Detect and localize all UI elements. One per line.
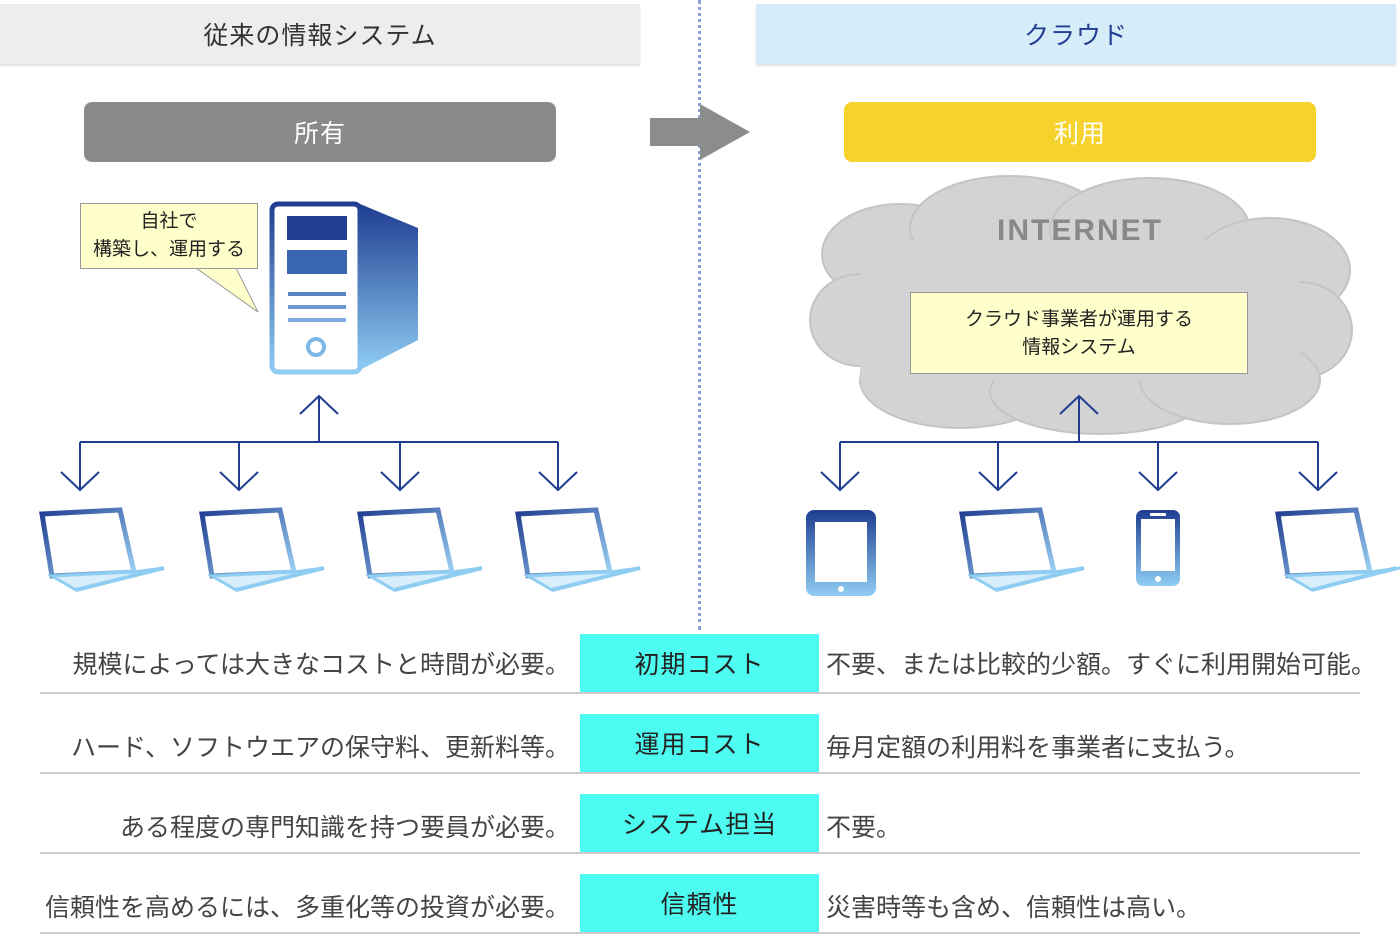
laptop-icon: [199, 507, 325, 592]
callout-line-1: 自社で: [140, 210, 198, 232]
laptop-icon: [357, 507, 483, 592]
category-reliability: 信頼性: [580, 874, 819, 932]
callout-tail: [194, 267, 259, 313]
cloud-system-label: クラウド事業者が運用する 情報システム: [910, 292, 1248, 374]
cloud-header: クラウド: [756, 4, 1396, 64]
tablet-icon: [806, 510, 876, 596]
cloud-label-line-2: 情報システム: [1022, 336, 1136, 358]
traditional-initial-cost: 規模によっては大きなコストと時間が必要。: [72, 650, 570, 679]
cloud-operating-cost: 毎月定額の利用料を事業者に支払う。: [826, 733, 1250, 762]
left-network-lines: [60, 394, 578, 492]
row-divider: [40, 692, 1360, 694]
server-icon: [269, 201, 418, 375]
cloud-initial-cost: 不要、または比較的少額。すぐに利用開始可能。: [826, 650, 1377, 679]
smartphone-icon: [1136, 510, 1180, 586]
laptop-icon: [959, 507, 1085, 592]
internet-label: INTERNET: [997, 214, 1163, 247]
row-divider: [40, 772, 1360, 774]
traditional-system-header: 従来の情報システム: [0, 4, 640, 64]
row-divider: [40, 852, 1360, 854]
cloud-system-staff: 不要。: [826, 813, 902, 842]
laptop-icon: [515, 507, 641, 592]
cloud-label-line-1: クラウド事業者が運用する: [964, 308, 1193, 330]
row-divider: [40, 932, 1360, 934]
right-network-lines: [820, 394, 1338, 492]
ownership-label: 所有: [84, 102, 556, 162]
laptop-icon: [39, 507, 165, 592]
usage-label: 利用: [844, 102, 1316, 162]
category-operating-cost: 運用コスト: [580, 714, 819, 772]
category-initial-cost: 初期コスト: [580, 634, 819, 692]
traditional-operating-cost: ハード、ソフトウエアの保守料、更新料等。: [70, 733, 570, 762]
section-divider: [698, 0, 701, 630]
callout-line-2: 構築し、運用する: [92, 238, 245, 260]
traditional-system-staff: ある程度の専門知識を持つ要員が必要。: [119, 813, 570, 842]
laptop-icon: [1275, 507, 1400, 592]
traditional-reliability: 信頼性を高めるには、多重化等の投資が必要。: [44, 893, 570, 922]
arrow-right-icon: [650, 104, 750, 160]
category-system-staff: システム担当: [580, 794, 819, 852]
self-operated-callout: 自社で 構築し、運用する: [80, 203, 258, 269]
cloud-reliability: 災害時等も含め、信頼性は高い。: [826, 893, 1202, 922]
